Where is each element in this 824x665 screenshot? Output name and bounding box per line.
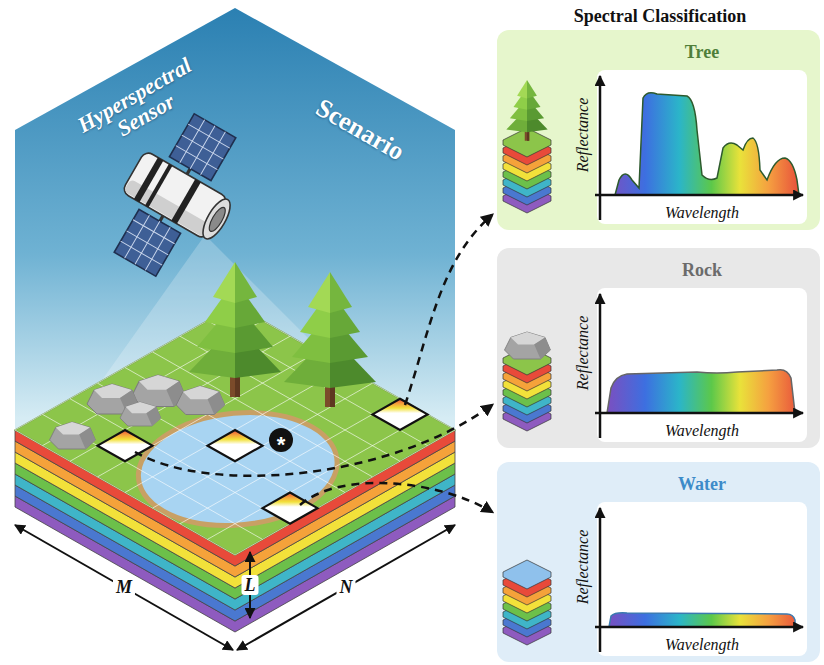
scenario-label: Scenario	[311, 93, 410, 167]
scenario-panel: Hyperspectral Sensor Scenario	[15, 8, 455, 308]
axis-label: Wavelength	[665, 636, 739, 654]
diagram-title: Spectral Classification	[574, 6, 747, 27]
dimension-label: L	[242, 575, 259, 595]
axis-label: Reflectance	[574, 98, 592, 173]
class-title: Tree	[685, 42, 719, 63]
class-panel: WaterReflectanceWavelength	[497, 462, 820, 662]
class-panel: TreeReflectanceWavelength	[497, 30, 820, 230]
dimension-label: N	[337, 577, 356, 597]
class-title: Water	[678, 474, 726, 495]
axis-label: Reflectance	[574, 316, 592, 391]
class-panel: RockReflectanceWavelength	[497, 248, 820, 448]
sensor-label: Hyperspectral Sensor	[64, 48, 217, 163]
dimension-label: M	[113, 577, 135, 597]
axis-label: Wavelength	[665, 204, 739, 222]
marker-symbol: *	[269, 428, 293, 452]
axis-label: Wavelength	[665, 422, 739, 440]
class-title: Rock	[682, 260, 722, 281]
axis-label: Reflectance	[574, 530, 592, 605]
